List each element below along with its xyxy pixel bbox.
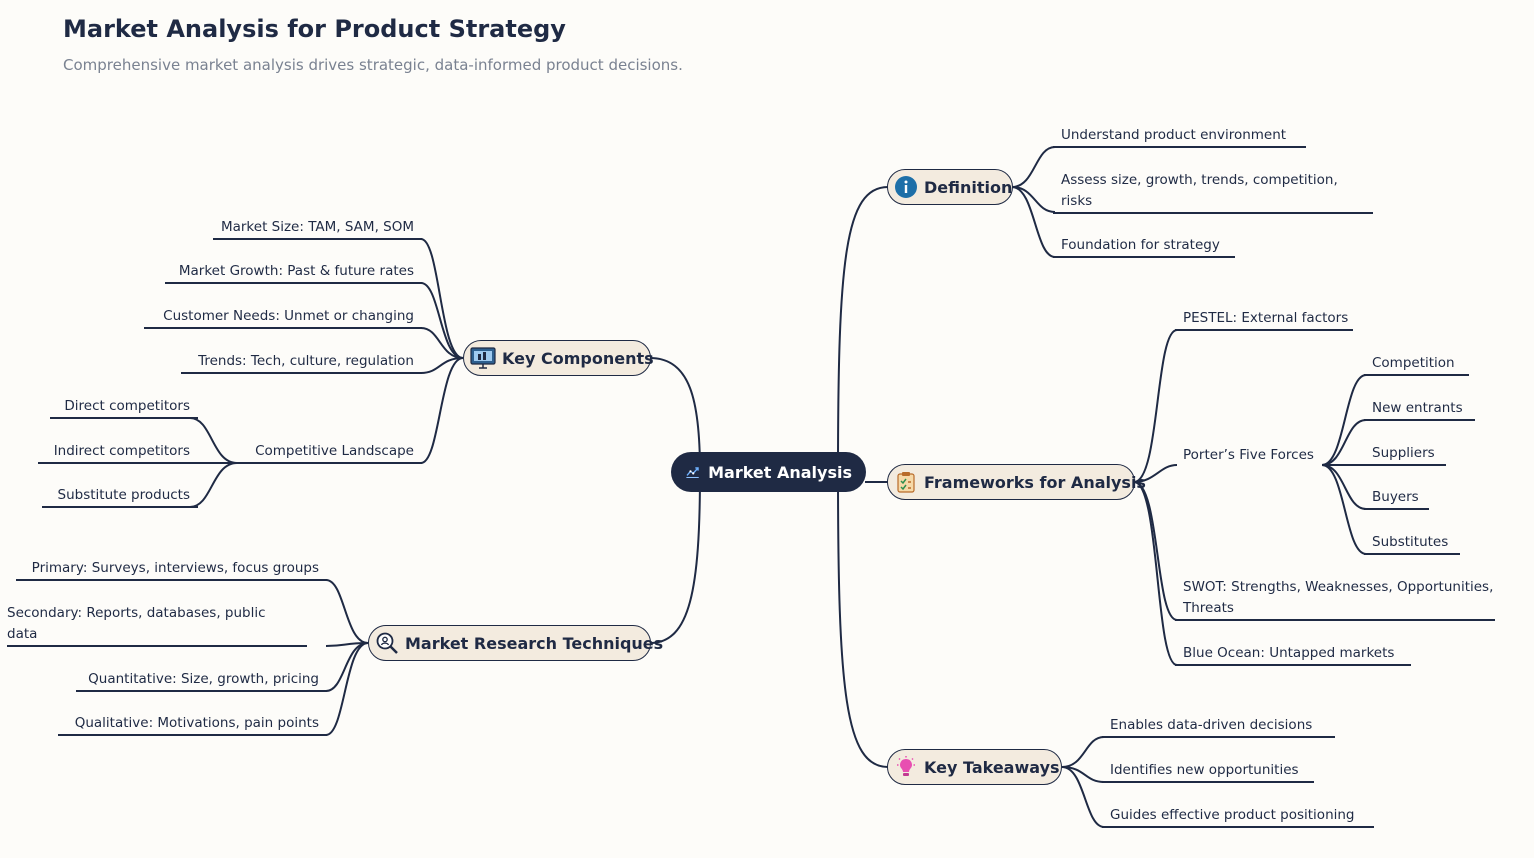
component-item: Customer Needs: Unmet or changing: [144, 301, 422, 329]
page-subtitle: Comprehensive market analysis drives str…: [63, 56, 683, 74]
porter-item: Suppliers: [1364, 438, 1446, 466]
competitive-item: Indirect competitors: [38, 436, 198, 464]
component-item: Market Size: TAM, SAM, SOM: [213, 212, 422, 240]
porter-node: Porter’s Five Forces: [1183, 447, 1314, 463]
info-icon: [895, 176, 917, 198]
definition-item: Foundation for strategy: [1053, 230, 1235, 258]
monitor-icon: [470, 347, 496, 369]
link-takeaways: [837, 471, 889, 768]
frameworks-node[interactable]: Frameworks for Analysis: [887, 464, 1146, 500]
swot-item: SWOT: Strengths, Weaknesses, Opportuniti…: [1175, 573, 1495, 621]
definition-node[interactable]: Definition: [887, 169, 1013, 205]
blue-ocean-item: Blue Ocean: Untapped markets: [1175, 638, 1411, 666]
component-item: Market Growth: Past & future rates: [165, 256, 422, 284]
research-item: Primary: Surveys, interviews, focus grou…: [16, 553, 327, 581]
chart-trend-icon: [686, 467, 699, 479]
takeaway-item: Identifies new opportunities: [1102, 755, 1314, 783]
porter-item: Competition: [1364, 348, 1469, 376]
research-item: Quantitative: Size, growth, pricing: [76, 664, 327, 692]
research-item: Qualitative: Motivations, pain points: [58, 708, 327, 736]
competitive-item: Substitute products: [42, 480, 198, 508]
porter-item: Buyers: [1364, 482, 1429, 510]
takeaway-item: Enables data-driven decisions: [1102, 710, 1335, 738]
porter-item: New entrants: [1364, 393, 1475, 421]
components-label: Key Components: [502, 348, 654, 368]
component-item: Trends: Tech, culture, regulation: [181, 346, 422, 374]
competitive-node: Competitive Landscape: [237, 436, 422, 464]
magnifier-icon: [376, 632, 398, 654]
link-components: [649, 357, 701, 473]
central-node-label: Market Analysis: [708, 462, 852, 482]
research-node[interactable]: Market Research Techniques: [368, 625, 663, 661]
components-node[interactable]: Key Components: [463, 340, 654, 376]
link-definition: [837, 186, 889, 473]
takeaways-node[interactable]: Key Takeaways: [887, 749, 1062, 785]
research-label: Market Research Techniques: [405, 633, 664, 653]
page-title: Market Analysis for Product Strategy: [63, 15, 566, 43]
definition-item: Understand product environment: [1053, 120, 1306, 148]
link-research: [649, 471, 701, 644]
lightbulb-icon: [897, 756, 915, 776]
definition-label: Definition: [924, 177, 1013, 197]
frameworks-label: Frameworks for Analysis: [924, 472, 1146, 492]
definition-item: Assess size, growth, trends, competition…: [1053, 166, 1373, 214]
pestel-item: PESTEL: External factors: [1175, 303, 1353, 331]
takeaways-label: Key Takeaways: [924, 757, 1060, 777]
clipboard-icon: [897, 472, 915, 493]
takeaway-item: Guides effective product positioning: [1102, 800, 1374, 828]
research-item: Secondary: Reports, databases, public da…: [7, 599, 307, 647]
competitive-item: Direct competitors: [50, 391, 198, 419]
central-node[interactable]: Market Analysis: [671, 452, 866, 492]
porter-item: Substitutes: [1364, 527, 1460, 555]
